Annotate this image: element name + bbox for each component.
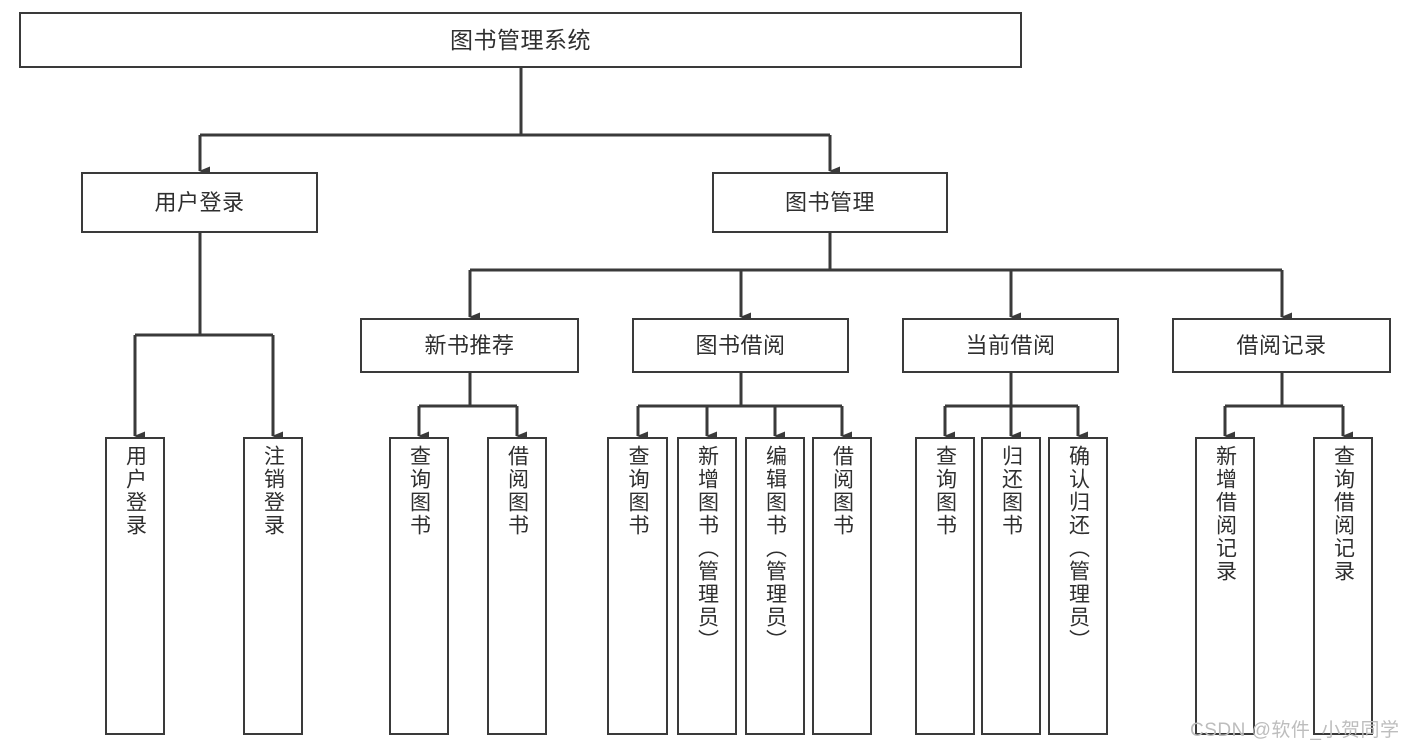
node-leaf-query-record[interactable]: 查询借阅记录 [1313,437,1373,735]
node-label: 查询借阅记录 [1331,445,1355,583]
node-leaf-logout[interactable]: 注销登录 [243,437,303,735]
node-leaf-query-book-2[interactable]: 查询图书 [607,437,668,735]
node-leaf-confirm-return[interactable]: 确认归还（管理员） [1048,437,1108,735]
node-label: 注销登录 [261,445,285,537]
node-book-borrow[interactable]: 图书借阅 [632,318,849,373]
node-book-manage[interactable]: 图书管理 [712,172,948,233]
node-label: 编辑图书（管理员） [763,445,787,652]
node-leaf-add-record[interactable]: 新增借阅记录 [1195,437,1255,735]
node-label: 查询图书 [933,445,957,537]
csdn-watermark: CSDN @软件_小贺同学 [1190,720,1400,741]
node-label: 用户登录 [154,189,245,215]
node-label: 图书管理 [784,189,875,215]
node-label: 当前借阅 [965,332,1056,358]
node-label: 借阅图书 [830,445,854,537]
node-leaf-edit-book[interactable]: 编辑图书（管理员） [745,437,805,735]
node-leaf-return-book[interactable]: 归还图书 [981,437,1041,735]
node-label: 查询图书 [626,445,649,537]
node-label: 新增借阅记录 [1213,445,1237,583]
node-label: 借阅图书 [505,445,529,537]
node-label: 借阅记录 [1236,332,1327,358]
node-leaf-add-book[interactable]: 新增图书（管理员） [677,437,737,735]
node-new-book-recommend[interactable]: 新书推荐 [360,318,579,373]
node-label: 新增图书（管理员） [695,445,719,652]
node-leaf-query-book-1[interactable]: 查询图书 [389,437,449,735]
node-label: 归还图书 [999,445,1023,537]
node-leaf-borrow-book-2[interactable]: 借阅图书 [812,437,872,735]
node-label: 查询图书 [407,445,431,537]
node-root[interactable]: 图书管理系统 [19,12,1022,68]
node-leaf-user-login[interactable]: 用户登录 [105,437,165,735]
node-leaf-query-book-3[interactable]: 查询图书 [915,437,975,735]
node-user-login[interactable]: 用户登录 [81,172,318,233]
node-label: 确认归还（管理员） [1066,445,1090,652]
node-leaf-borrow-book-1[interactable]: 借阅图书 [487,437,547,735]
node-label: 用户登录 [123,445,147,537]
node-current-borrow[interactable]: 当前借阅 [902,318,1119,373]
node-label: 图书借阅 [695,332,786,358]
node-borrow-record[interactable]: 借阅记录 [1172,318,1391,373]
node-label: 新书推荐 [424,332,515,358]
node-label: 图书管理系统 [450,26,591,53]
